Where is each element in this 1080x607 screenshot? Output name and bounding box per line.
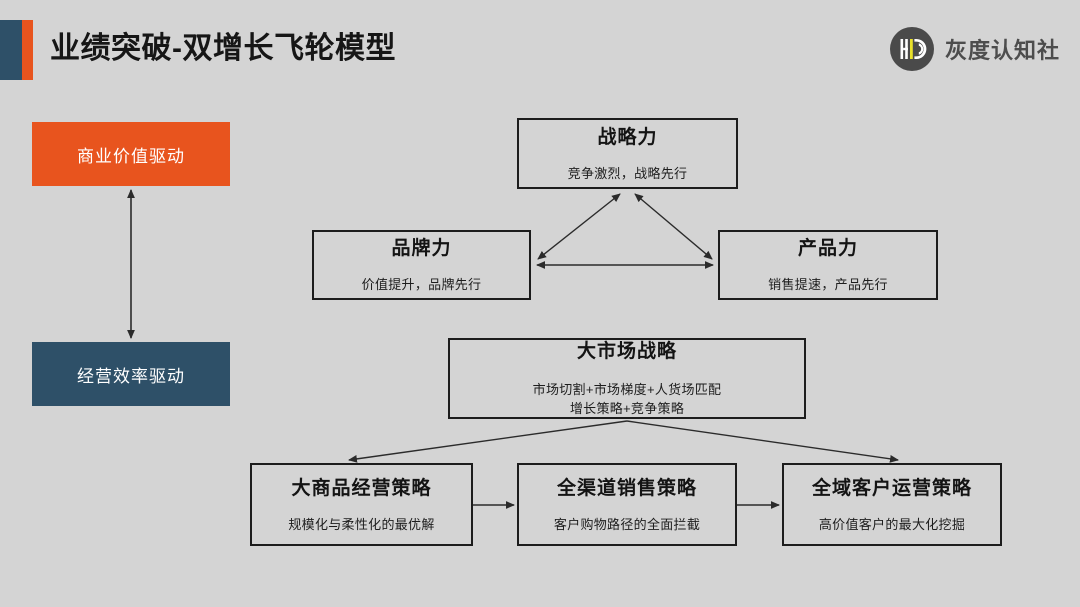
flow-box-subtitle: 高价值客户的最大化挖掘	[818, 516, 966, 532]
connector-brand-strategy	[537, 193, 621, 260]
flow-box-title: 战略力	[597, 126, 658, 148]
flow-box-subtitle: 客户购物路径的全面拦截	[553, 516, 701, 532]
brand-mark: 灰度认知社	[889, 26, 1060, 72]
flow-box-subtitle: 市场切割+市场梯度+人货场匹配 增长策略+竞争策略	[532, 382, 722, 416]
flow-box-title: 大商品经营策略	[291, 477, 432, 499]
flow-box-subtitle: 竞争激烈，战略先行	[567, 165, 688, 181]
flow-box-market-strategy: 大市场战略 市场切割+市场梯度+人货场匹配 增长策略+竞争策略	[448, 338, 806, 419]
flow-box-title: 大市场战略	[576, 341, 677, 362]
flow-box-subtitle: 价值提升，品牌先行	[361, 277, 482, 292]
flow-box-title: 全渠道销售策略	[556, 477, 697, 499]
flow-box-customer-strategy: 全域客户运营策略 高价值客户的最大化挖掘	[782, 463, 1002, 546]
flow-box-brand: 品牌力 价值提升，品牌先行	[312, 230, 531, 300]
flow-box-channel-strategy: 全渠道销售策略 客户购物路径的全面拦截	[517, 463, 737, 546]
connector-strategy-product	[634, 193, 713, 260]
driver-box-business-value: 商业价值驱动	[32, 122, 230, 186]
header-accent-bar	[0, 20, 33, 80]
page-title: 业绩突破-双增长飞轮模型	[50, 32, 396, 65]
driver-label: 经营效率驱动	[77, 366, 185, 386]
brand-name: 灰度认知社	[944, 38, 1060, 63]
driver-box-operating-efficiency: 经营效率驱动	[32, 342, 230, 406]
driver-label: 商业价值驱动	[77, 146, 185, 166]
flow-box-title: 品牌力	[391, 238, 452, 259]
flow-box-title: 全域客户运营策略	[811, 477, 972, 499]
connector-market-commodity	[348, 420, 628, 463]
hd-circle-logo-icon	[889, 26, 935, 72]
header-accent-navy	[0, 20, 22, 80]
flow-box-subtitle: 销售提速，产品先行	[768, 277, 888, 292]
flow-box-subtitle: 规模化与柔性化的最优解	[288, 516, 435, 532]
flow-box-commodity-strategy: 大商品经营策略 规模化与柔性化的最优解	[250, 463, 473, 546]
flow-box-title: 产品力	[797, 238, 858, 259]
connector-market-customer	[626, 420, 899, 463]
flow-box-strategy: 战略力 竞争激烈，战略先行	[517, 118, 738, 189]
flow-box-product: 产品力 销售提速，产品先行	[718, 230, 938, 300]
header-accent-orange	[22, 20, 33, 80]
